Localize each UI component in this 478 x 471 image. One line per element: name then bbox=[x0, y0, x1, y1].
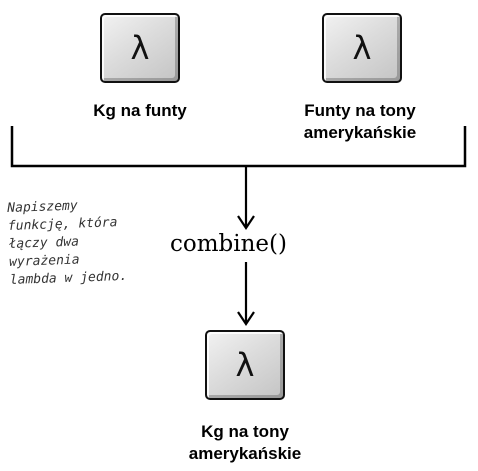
lambda-label-kg-to-ton: Kg na tony amerykańskie bbox=[145, 421, 345, 465]
lambda-label-lb-to-ton: Funty na tony amerykańskie bbox=[260, 100, 460, 144]
lambda-symbol: λ bbox=[130, 29, 150, 67]
bracket-line bbox=[10, 126, 467, 168]
lambda-label-kg-to-lb: Kg na funty bbox=[40, 100, 240, 122]
label-line: Kg na tony bbox=[201, 422, 289, 441]
lambda-box-kg-to-ton: λ bbox=[205, 330, 285, 400]
label-line: Funty na tony bbox=[304, 101, 416, 120]
lambda-box-lb-to-ton: λ bbox=[322, 13, 402, 83]
label-line: Kg na funty bbox=[93, 101, 187, 120]
combine-function-label: combine() bbox=[168, 230, 289, 258]
lambda-symbol: λ bbox=[235, 346, 255, 384]
annotation-note: Napiszemy funkcję, która łączy dwa wyraż… bbox=[7, 196, 127, 290]
lambda-symbol: λ bbox=[352, 29, 372, 67]
lambda-box-kg-to-lb: λ bbox=[100, 13, 180, 83]
label-line: amerykańskie bbox=[188, 444, 302, 463]
label-line: amerykańskie bbox=[303, 123, 417, 142]
arrow-to-combine bbox=[237, 166, 255, 230]
arrow-to-result bbox=[237, 262, 255, 326]
